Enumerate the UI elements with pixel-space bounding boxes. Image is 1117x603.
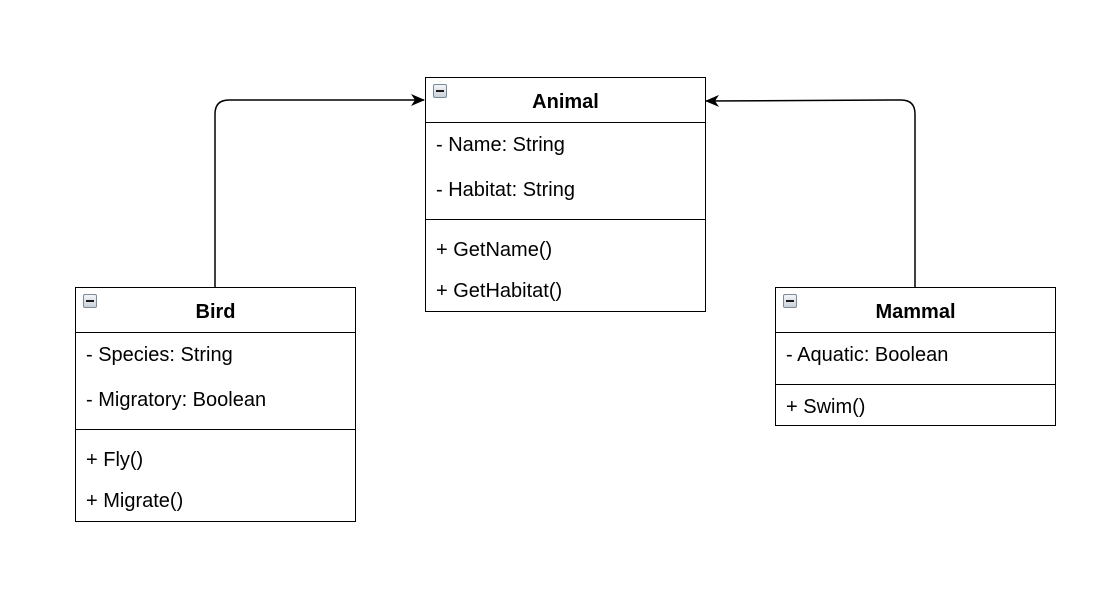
class-mammal-methods: + Swim() xyxy=(776,389,1055,425)
method-row[interactable]: + Swim() xyxy=(786,396,866,418)
class-animal-methods: + GetName() + GetHabitat() xyxy=(426,228,705,311)
class-mammal-name: Mammal xyxy=(875,300,956,323)
class-mammal[interactable]: Mammal - Aquatic: Boolean + Swim() xyxy=(775,287,1056,426)
class-animal[interactable]: Animal - Name: String - Habitat: String … xyxy=(425,77,706,312)
attribute-row[interactable]: - Migratory: Boolean xyxy=(86,389,267,411)
method-row[interactable]: + Migrate() xyxy=(86,490,184,512)
attribute-row[interactable]: - Habitat: String xyxy=(436,179,575,201)
class-bird-name: Bird xyxy=(195,300,236,323)
collapse-icon[interactable] xyxy=(433,84,447,98)
collapse-icon[interactable] xyxy=(783,294,797,308)
class-animal-attributes: - Name: String - Habitat: String xyxy=(426,123,705,220)
bird-to-animal-connector[interactable] xyxy=(214,94,425,288)
attribute-row[interactable]: - Aquatic: Boolean xyxy=(786,344,949,366)
collapse-icon[interactable] xyxy=(83,294,97,308)
class-bird-methods: + Fly() + Migrate() xyxy=(76,438,355,521)
attribute-row[interactable]: - Species: String xyxy=(86,344,233,366)
method-row[interactable]: + GetName() xyxy=(436,239,553,261)
mammal-to-animal-connector[interactable] xyxy=(705,94,916,288)
method-row[interactable]: + Fly() xyxy=(86,449,144,471)
attribute-row[interactable]: - Name: String xyxy=(436,134,565,156)
class-mammal-header[interactable]: Mammal xyxy=(776,288,1055,333)
class-bird-attributes: - Species: String - Migratory: Boolean xyxy=(76,333,355,430)
method-row[interactable]: + GetHabitat() xyxy=(436,280,563,302)
class-animal-header[interactable]: Animal xyxy=(426,78,705,123)
class-animal-name: Animal xyxy=(532,90,599,113)
class-bird[interactable]: Bird - Species: String - Migratory: Bool… xyxy=(75,287,356,522)
class-bird-header[interactable]: Bird xyxy=(76,288,355,333)
class-mammal-attributes: - Aquatic: Boolean xyxy=(776,333,1055,385)
